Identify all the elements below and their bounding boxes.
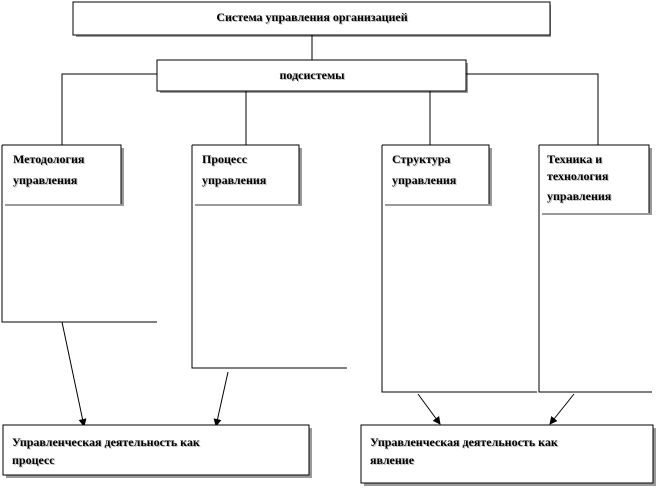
root-box <box>72 1 551 37</box>
subsystem-label-structure: Структура управления <box>392 152 487 188</box>
subsystem-label-process: Процесс управления <box>202 152 297 188</box>
arrow-structure-to-outcome-phenomenon <box>417 393 441 425</box>
arrow-methodology-to-outcome-process <box>61 321 87 427</box>
bus-right <box>466 73 599 145</box>
subsystem-label-line: управления <box>13 173 78 187</box>
subsystem-label-technology: Техника и технология управления <box>547 152 647 204</box>
arrow-technology-to-outcome-phenomenon <box>549 393 575 425</box>
outcome-label-phenomenon: Управленческая деятельность как явление <box>370 435 650 468</box>
arrow-process-to-outcome-process <box>213 371 229 427</box>
outcome-label-line: Управленческая деятельность как <box>370 435 558 449</box>
subsystem-label-methodology: Методология управления <box>13 152 118 188</box>
subsystem-label-line: управления <box>202 173 267 187</box>
subsystem-label-line: управления <box>392 173 457 187</box>
subsystem-label-line: управления <box>547 189 612 203</box>
outcome-label-line: Управленческая деятельность как <box>12 435 200 449</box>
outcome-label-process: Управленческая деятельность как процесс <box>12 435 302 468</box>
bus-left <box>61 73 157 145</box>
outcome-label-line: явление <box>370 453 415 467</box>
subsystem-label-line: Техника и <box>547 152 603 166</box>
subsystem-label-line: технология <box>547 169 609 183</box>
subsystem-box-technology <box>538 144 652 393</box>
subsystem-label-line: Методология <box>13 152 85 166</box>
subsystem-box-methodology <box>1 144 157 323</box>
subsystem-label-line: Процесс <box>202 152 248 166</box>
outcome-box-phenomenon <box>360 424 656 486</box>
subsystem-box-structure <box>381 144 537 393</box>
subsystem-box-process <box>191 144 347 369</box>
root-label: Система управления организацией <box>216 10 408 24</box>
subsystems-hub-box <box>156 59 468 93</box>
hub-label: подсистемы <box>279 68 345 82</box>
outcome-label-line: процесс <box>12 453 55 467</box>
subsystem-label-line: Структура <box>392 152 451 166</box>
outcome-box-process <box>2 424 312 478</box>
